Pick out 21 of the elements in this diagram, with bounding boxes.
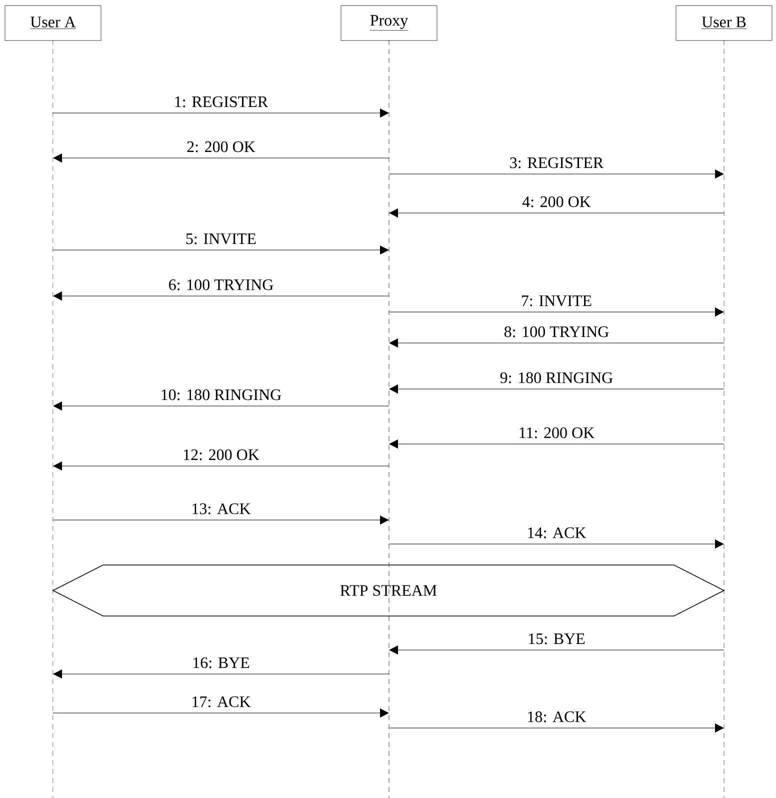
message-label: 6: 100 TRYING (169, 279, 274, 290)
message-label: 18: ACK (528, 711, 586, 722)
message-label: 7: INVITE (522, 296, 592, 306)
message-label: 17: ACK (192, 696, 251, 708)
message-label: 2: 200 OK (187, 141, 256, 152)
message-label: 14: ACK (528, 527, 586, 538)
message-label: 15: BYE (529, 633, 585, 644)
participant-box: Proxy (340, 5, 438, 41)
message-label: 13: ACK (192, 503, 251, 514)
message-label: 16: BYE (194, 657, 250, 668)
message-label: 3: REGISTER (510, 157, 604, 168)
message-label: 10: 180 RINGING (162, 389, 282, 400)
message-label: 12: 200 OK (184, 449, 260, 460)
message-label: 9: 180 RINGING (500, 372, 613, 384)
participant-box: User A (4, 5, 102, 41)
message-label: 8: 100 TRYING (504, 326, 609, 338)
message-label: 11: 200 OK (520, 427, 594, 438)
message-label: 1: REGISTER (175, 96, 268, 108)
message-label: 4: 200 OK (522, 196, 591, 208)
message-label: 5: INVITE (186, 234, 256, 244)
participant-box: User B (676, 5, 772, 41)
